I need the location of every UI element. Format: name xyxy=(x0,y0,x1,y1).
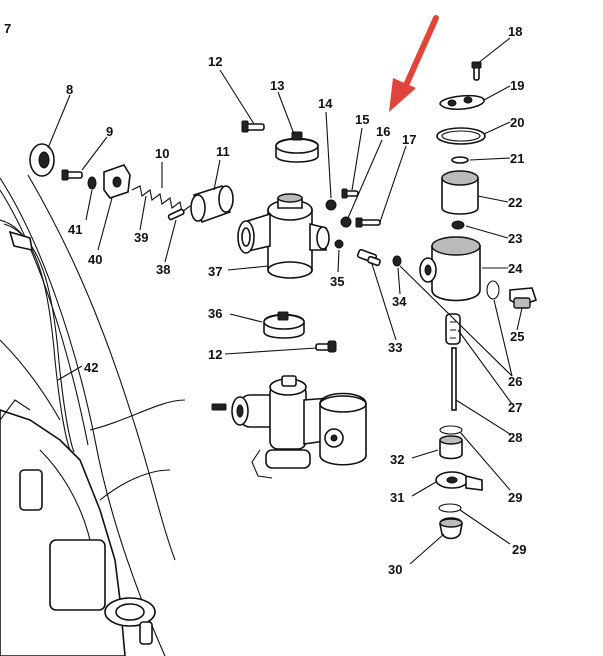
red-pointer-arrow xyxy=(389,15,439,112)
callout-38: 38 xyxy=(156,262,170,277)
part-29-washer-a xyxy=(439,425,463,435)
engine-housing xyxy=(0,174,186,656)
part-8-nut xyxy=(29,143,55,177)
part-21-clip xyxy=(451,156,469,164)
part-26-gasket xyxy=(486,280,500,300)
part-17-screw xyxy=(355,217,381,228)
callout-30: 30 xyxy=(388,562,402,577)
part-37-carb-body xyxy=(237,193,330,279)
callout-11: 11 xyxy=(216,144,230,159)
callout-9: 9 xyxy=(106,124,113,139)
part-16-washer xyxy=(340,216,352,228)
callout-36: 36 xyxy=(208,306,222,321)
part-32-nut xyxy=(439,435,463,460)
part-33-jet xyxy=(356,248,381,267)
callout-39: 39 xyxy=(134,230,148,245)
callout-21: 21 xyxy=(510,151,524,166)
part-22-float xyxy=(441,170,479,215)
callout-28: 28 xyxy=(508,430,522,445)
callout-42: 42 xyxy=(84,360,98,375)
part-19-cap xyxy=(439,94,485,111)
callout-37: 37 xyxy=(208,264,222,279)
part-18-screw xyxy=(471,61,482,81)
part-23-washer xyxy=(451,220,465,230)
part-25-plug xyxy=(509,287,538,309)
callout-24: 24 xyxy=(508,261,523,276)
callout-10: 10 xyxy=(155,146,169,161)
part-38-pin xyxy=(167,208,185,221)
callout-17: 17 xyxy=(402,132,416,147)
part-29-washer-b xyxy=(438,503,462,513)
cable-42 xyxy=(0,219,75,453)
part-35-washer xyxy=(334,239,344,249)
leader-lines xyxy=(47,37,523,565)
part-41-washer xyxy=(87,176,97,190)
callout-34: 34 xyxy=(392,294,407,309)
callout-26: 26 xyxy=(508,374,522,389)
callout-23: 23 xyxy=(508,231,522,246)
callout-29-b: 29 xyxy=(512,542,526,557)
callout-20: 20 xyxy=(510,115,524,130)
part-40-plate xyxy=(103,164,131,199)
part-28-rod xyxy=(451,347,457,411)
callout-27: 27 xyxy=(508,400,522,415)
callout-7: 7 xyxy=(4,21,11,36)
part-36-clamp xyxy=(263,311,305,339)
callout-22: 22 xyxy=(508,195,522,210)
part-11-slide xyxy=(190,184,234,224)
assembled-carburetor xyxy=(211,375,367,479)
part-39-spring xyxy=(131,185,191,213)
part-24-float-bowl xyxy=(419,236,481,302)
part-12-screw-top xyxy=(241,120,265,133)
part-31-banjo xyxy=(435,471,483,491)
callout-13: 13 xyxy=(270,78,284,93)
part-20-ring xyxy=(436,127,486,145)
callout-33: 33 xyxy=(388,340,402,355)
part-34-washer xyxy=(392,255,402,267)
part-12-screw-bottom xyxy=(315,340,337,353)
callout-labels: 7 8 9 10 11 12 13 14 15 16 17 18 19 20 2… xyxy=(4,21,526,577)
callout-40: 40 xyxy=(88,252,102,267)
callout-41: 41 xyxy=(68,222,82,237)
callout-29-a: 29 xyxy=(508,490,522,505)
callout-15: 15 xyxy=(355,112,369,127)
callout-8: 8 xyxy=(66,82,73,97)
part-9-screw xyxy=(61,169,83,181)
callout-25: 25 xyxy=(510,329,524,344)
part-15-screw xyxy=(341,188,359,199)
callout-19: 19 xyxy=(510,78,524,93)
callout-32: 32 xyxy=(390,452,404,467)
callout-12-top: 12 xyxy=(208,54,222,69)
part-30-cap-nut xyxy=(439,517,463,540)
callout-18: 18 xyxy=(508,24,522,39)
callout-14: 14 xyxy=(318,96,333,111)
callout-12-bottom: 12 xyxy=(208,347,222,362)
part-13-clamp xyxy=(275,131,319,163)
callout-31: 31 xyxy=(390,490,404,505)
callout-35: 35 xyxy=(330,274,344,289)
callout-16: 16 xyxy=(376,124,390,139)
part-14-nut xyxy=(325,199,337,211)
